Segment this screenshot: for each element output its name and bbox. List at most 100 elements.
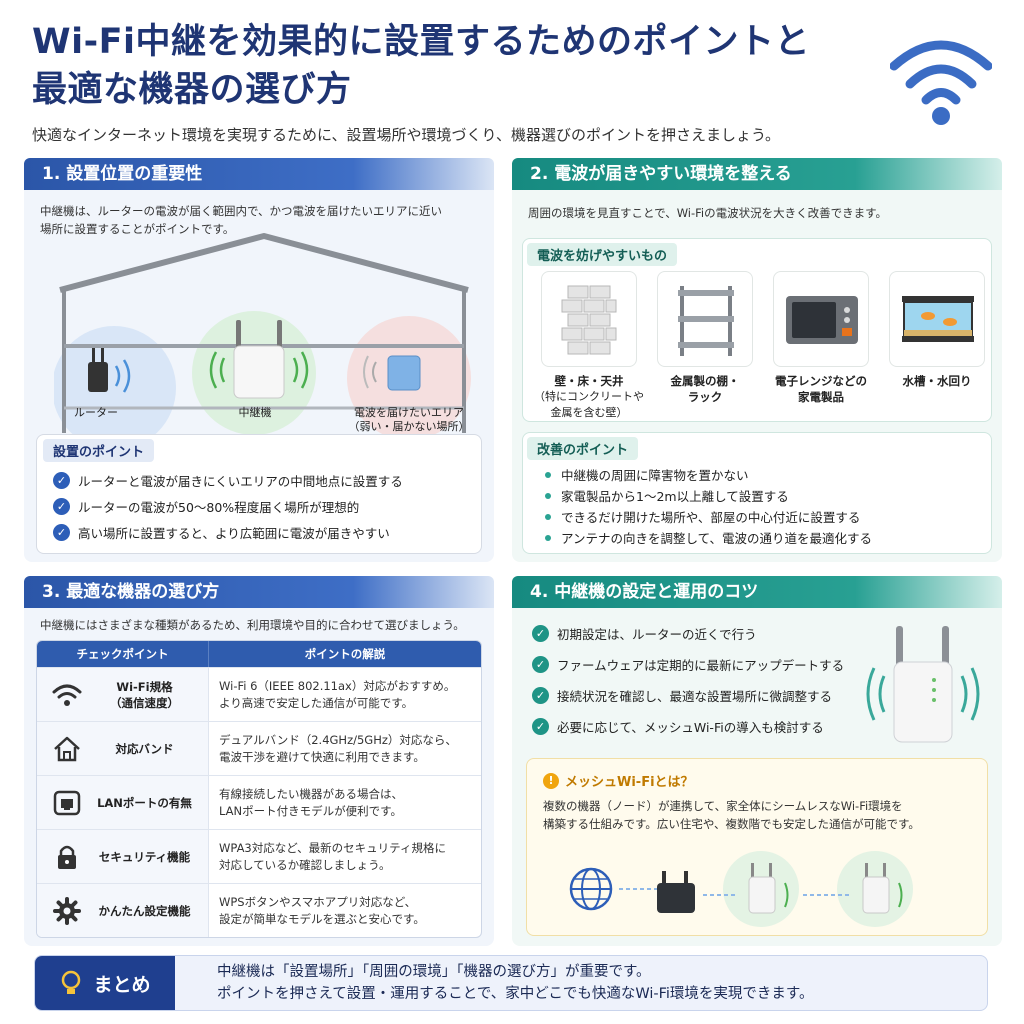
bullet-icon	[545, 534, 551, 541]
section-device-choice-intro: 中継機にはさまざまな種類があるため、利用環境や目的に合わせて選びましょう。	[40, 618, 465, 632]
table-header: チェックポイント ポイントの解説	[37, 641, 481, 667]
obstacle-note: 金属を含む壁）	[550, 406, 628, 419]
table-header-cell: ポイントの解説	[304, 647, 386, 661]
placement-points-box: 設置のポイント ✓ ルーターと電波が届きにくいエリアの中間地点に設置する ✓ ル…	[36, 434, 482, 554]
desc-line: より高速で安定した通信が可能です。	[219, 695, 414, 710]
improve-text: できるだけ開けた場所や、部屋の中心付近に設置する	[561, 510, 861, 525]
tip-text: 必要に応じて、メッシュWi-Fiの導入も検討する	[557, 720, 824, 735]
repeater-icon	[209, 320, 309, 399]
repeater-icon	[866, 626, 980, 743]
bullet-icon	[545, 513, 551, 520]
target-area-line: （弱い・届かない場所）	[348, 420, 470, 433]
check-icon: ✓	[53, 498, 70, 515]
mesh-node-icon	[862, 863, 903, 914]
house-icon	[54, 736, 80, 761]
table-row: かんたん設定機能 WPSボタンやスマホアプリ対応など、設定が簡単なモデルを選ぶと…	[37, 883, 481, 937]
intro-line: 場所に設置することがポイントです。	[40, 222, 235, 236]
check-icon: ✓	[532, 718, 549, 735]
wall-icon	[561, 285, 617, 355]
device-icon	[363, 355, 421, 391]
desc-line: 設定が簡単なモデルを選ぶと安心です。	[219, 911, 425, 926]
improve-text: 家電製品から1〜2m以上離して設置する	[561, 489, 789, 504]
section-environment-intro: 周囲の環境を見直すことで、Wi-Fiの電波状況を大きく改善できます。	[528, 206, 887, 220]
mesh-diagram	[569, 851, 913, 927]
intro-line: 中継機は、ルーターの電波が届く範囲内で、かつ電波を届けたいエリアに近い	[40, 204, 443, 218]
list-item: できるだけ開けた場所や、部屋の中心付近に設置する	[545, 507, 860, 526]
lock-icon	[58, 845, 76, 869]
lan-port-icon	[53, 790, 81, 815]
bullet-icon	[545, 492, 551, 499]
tip-text: 初期設定は、ルーターの近くで行う	[557, 627, 757, 642]
obstacle-name: 壁・床・天井	[554, 374, 624, 388]
point-text: 高い場所に設置すると、より広範囲に電波が届きやすい	[78, 526, 390, 541]
title-line-1: Wi-Fi中継を効果的に設置するためのポイントと	[32, 22, 811, 62]
obstacle-label: 金属製の棚・ ラック	[645, 373, 765, 405]
checkpoint-name: 対応バンド	[115, 741, 174, 756]
obstacle-card	[657, 271, 753, 367]
lightbulb-icon	[62, 970, 81, 994]
point-text: ルーターと電波が届きにくいエリアの中間地点に設置する	[78, 474, 403, 489]
checkpoint-name: かんたん設定機能	[98, 903, 191, 918]
page-subtitle: 快適なインターネット環境を実現するために、設置場所や環境づくり、機器選びのポイン…	[32, 126, 781, 144]
obstacle-name: 家電製品	[798, 390, 844, 404]
summary-text: 中継機は「設置場所」「周囲の環境」「機器の選び方」が重要です。 ポイントを押さえ…	[217, 961, 813, 1005]
placement-points-heading: 設置のポイント	[43, 439, 155, 462]
improve-text: 中継機の周囲に障害物を置かない	[561, 468, 749, 483]
section-placement-heading: 1. 設置位置の重要性	[24, 158, 494, 190]
list-item: 家電製品から1〜2m以上離して設置する	[545, 486, 789, 505]
checkpoint-desc: Wi-Fi 6（IEEE 802.11ax）対応がおすすめ。より高速で安定した通…	[209, 668, 481, 721]
mesh-wifi-box: ! メッシュWi-Fiとは？ 複数の機器（ノード）が連携して、家全体にシームレス…	[526, 758, 988, 936]
router-label: ルーター	[74, 406, 118, 419]
improve-text: アンテナの向きを調整して、電波の通り道を最適化する	[561, 531, 873, 546]
section-placement: 1. 設置位置の重要性 中継機は、ルーターの電波が届く範囲内で、かつ電波を届けた…	[24, 158, 494, 562]
table-row: セキュリティ機能 WPA3対応など、最新のセキュリティ規格に対応しているか確認し…	[37, 829, 481, 883]
router-icon	[88, 348, 131, 393]
list-item: ✓接続状況を確認し、最適な設置場所に微調整する	[532, 686, 832, 705]
desc-line: WPSボタンやスマホアプリ対応など、	[219, 894, 417, 909]
list-item: ✓ ルーターの電波が50〜80%程度届く場所が理想的	[53, 497, 359, 516]
mesh-wifi-title: ! メッシュWi-Fiとは？	[543, 771, 694, 790]
section-environment-heading: 2. 電波が届きやすい環境を整える	[512, 158, 1002, 190]
mesh-wifi-title-text: メッシュWi-Fiとは？	[565, 775, 694, 790]
title-line-2: 最適な機器の選び方	[32, 70, 352, 110]
point-text: ルーターの電波が50〜80%程度届く場所が理想的	[78, 500, 360, 515]
checkpoint-name-line: （通信速度）	[110, 695, 179, 710]
repeater-label: 中継機	[238, 406, 272, 419]
obstacle-card	[541, 271, 637, 367]
list-item: ✓ファームウェアは定期的に最新にアップデートする	[532, 655, 844, 674]
gear-icon	[53, 896, 81, 925]
wifi-icon	[52, 684, 82, 706]
section-operation-tips-heading: 4. 中継機の設定と運用のコツ	[512, 576, 1002, 608]
obstacle-label: 壁・床・天井 （特にコンクリートや 金属を含む壁）	[529, 373, 649, 421]
obstacle-name: 水槽・水回り	[902, 374, 972, 388]
mesh-desc-line: 構築する仕組みです。広い住宅や、複数階でも安定した通信が可能です。	[543, 817, 920, 831]
bullet-icon	[545, 471, 551, 478]
checkpoint-desc: WPA3対応など、最新のセキュリティ規格に対応しているか確認しましょう。	[209, 830, 481, 883]
section-device-choice-heading: 3. 最適な機器の選び方	[24, 576, 494, 608]
desc-line: LANポート付きモデルが便利です。	[219, 803, 402, 818]
obstacle-name: ラック	[687, 390, 723, 404]
obstacle-card	[889, 271, 985, 367]
desc-line: 電波干渉を避けて快適に利用できます。	[219, 749, 425, 764]
summary-line: ポイントを押さえて設置・運用することで、家中どこでも快適なWi-Fi環境を実現で…	[217, 986, 814, 1002]
desc-line: 対応しているか確認しましょう。	[219, 857, 391, 872]
target-area-line: 電波を届けたいエリア	[354, 406, 464, 419]
list-item: ✓ 必要に応じて、メッシュWi-Fiの導入も検討する	[532, 717, 824, 736]
table-row: 対応バンド デュアルバンド（2.4GHz/5GHz）対応なら、電波干渉を避けて快…	[37, 721, 481, 775]
obstacle-label: 水槽・水回り	[877, 373, 997, 389]
checkpoint-desc: デュアルバンド（2.4GHz/5GHz）対応なら、電波干渉を避けて快適に利用でき…	[209, 722, 481, 775]
tip-text: ファームウェアは定期的に最新にアップデートする	[557, 658, 845, 673]
improve-box: 改善のポイント 中継機の周囲に障害物を置かない 家電製品から1〜2m以上離して設…	[522, 432, 992, 554]
mesh-node-icon	[748, 863, 789, 914]
improve-heading: 改善のポイント	[527, 437, 639, 460]
desc-line: WPA3対応など、最新のセキュリティ規格に	[219, 840, 446, 855]
page-title: Wi-Fi中継を効果的に設置するためのポイントと 最適な機器の選び方	[32, 18, 872, 114]
obstacle-name: 金属製の棚・	[670, 374, 740, 388]
checkpoint-desc: 有線接続したい機器がある場合は、LANポート付きモデルが便利です。	[209, 776, 481, 829]
obstacles-heading: 電波を妨げやすいもの	[527, 243, 678, 266]
checkpoint-name: LANポートの有無	[97, 795, 192, 810]
list-item: ✓ ルーターと電波が届きにくいエリアの中間地点に設置する	[53, 471, 403, 490]
desc-line: Wi-Fi 6（IEEE 802.11ax）対応がおすすめ。	[219, 678, 456, 693]
tip-text: 接続状況を確認し、最適な設置場所に微調整する	[557, 689, 833, 704]
router-icon	[657, 871, 695, 913]
